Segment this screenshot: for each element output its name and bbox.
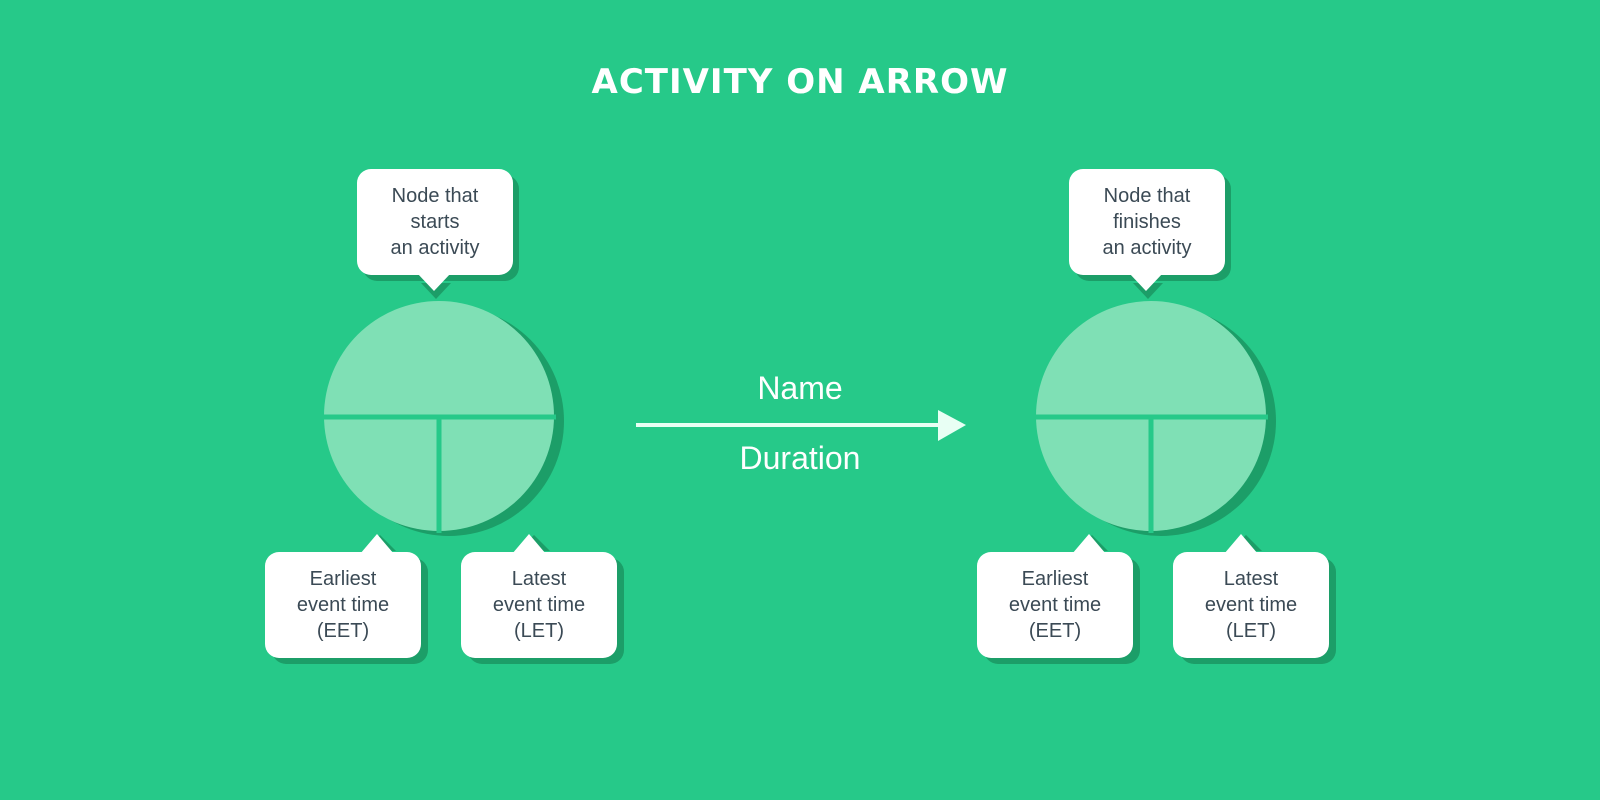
callout-line: event time <box>492 594 586 616</box>
callout-line: Earliest <box>1021 568 1089 590</box>
end-top-callout-text: Node that finishes an activity <box>1069 183 1225 261</box>
callout-line: (EET) <box>316 620 370 642</box>
callout-line: (EET) <box>1028 620 1082 642</box>
diagram-title: ACTIVITY ON ARROW <box>591 62 1009 102</box>
start-let-callout <box>461 534 624 664</box>
callout-line: Node that <box>1103 185 1191 207</box>
start-eet-callout-text: Earliest event time (EET) <box>265 566 421 644</box>
callout-line: event time <box>296 594 390 616</box>
callout-line: Latest <box>1223 568 1279 590</box>
callout-line: starts <box>410 211 460 233</box>
arrow-name-label: Name <box>757 370 843 406</box>
callout-line: Earliest <box>309 568 377 590</box>
start-let-callout-text: Latest event time (LET) <box>461 566 617 644</box>
callout-line: (LET) <box>514 620 564 642</box>
start-eet-callout <box>265 534 428 664</box>
end-node-group <box>977 169 1336 664</box>
callout-line: event time <box>1008 594 1102 616</box>
callout-line: Node that <box>391 185 479 207</box>
callout-line: an activity <box>1102 237 1192 259</box>
start-top-callout-text: Node that starts an activity <box>357 183 513 261</box>
arrow-duration-label: Duration <box>739 440 861 476</box>
start-top-callout <box>357 169 519 299</box>
callout-line: (LET) <box>1226 620 1276 642</box>
callout-line: event time <box>1204 594 1298 616</box>
callout-line: Latest <box>511 568 567 590</box>
callout-line: an activity <box>390 237 480 259</box>
start-node-group <box>265 169 624 664</box>
end-eet-callout <box>977 534 1140 664</box>
end-node-circle <box>1034 301 1276 536</box>
end-let-callout <box>1173 534 1336 664</box>
end-eet-callout-text: Earliest event time (EET) <box>977 566 1133 644</box>
activity-arrow <box>636 410 966 441</box>
callout-line: finishes <box>1113 211 1181 233</box>
end-top-callout <box>1069 169 1231 299</box>
start-node-circle <box>322 301 564 536</box>
end-let-callout-text: Latest event time (LET) <box>1173 566 1329 644</box>
